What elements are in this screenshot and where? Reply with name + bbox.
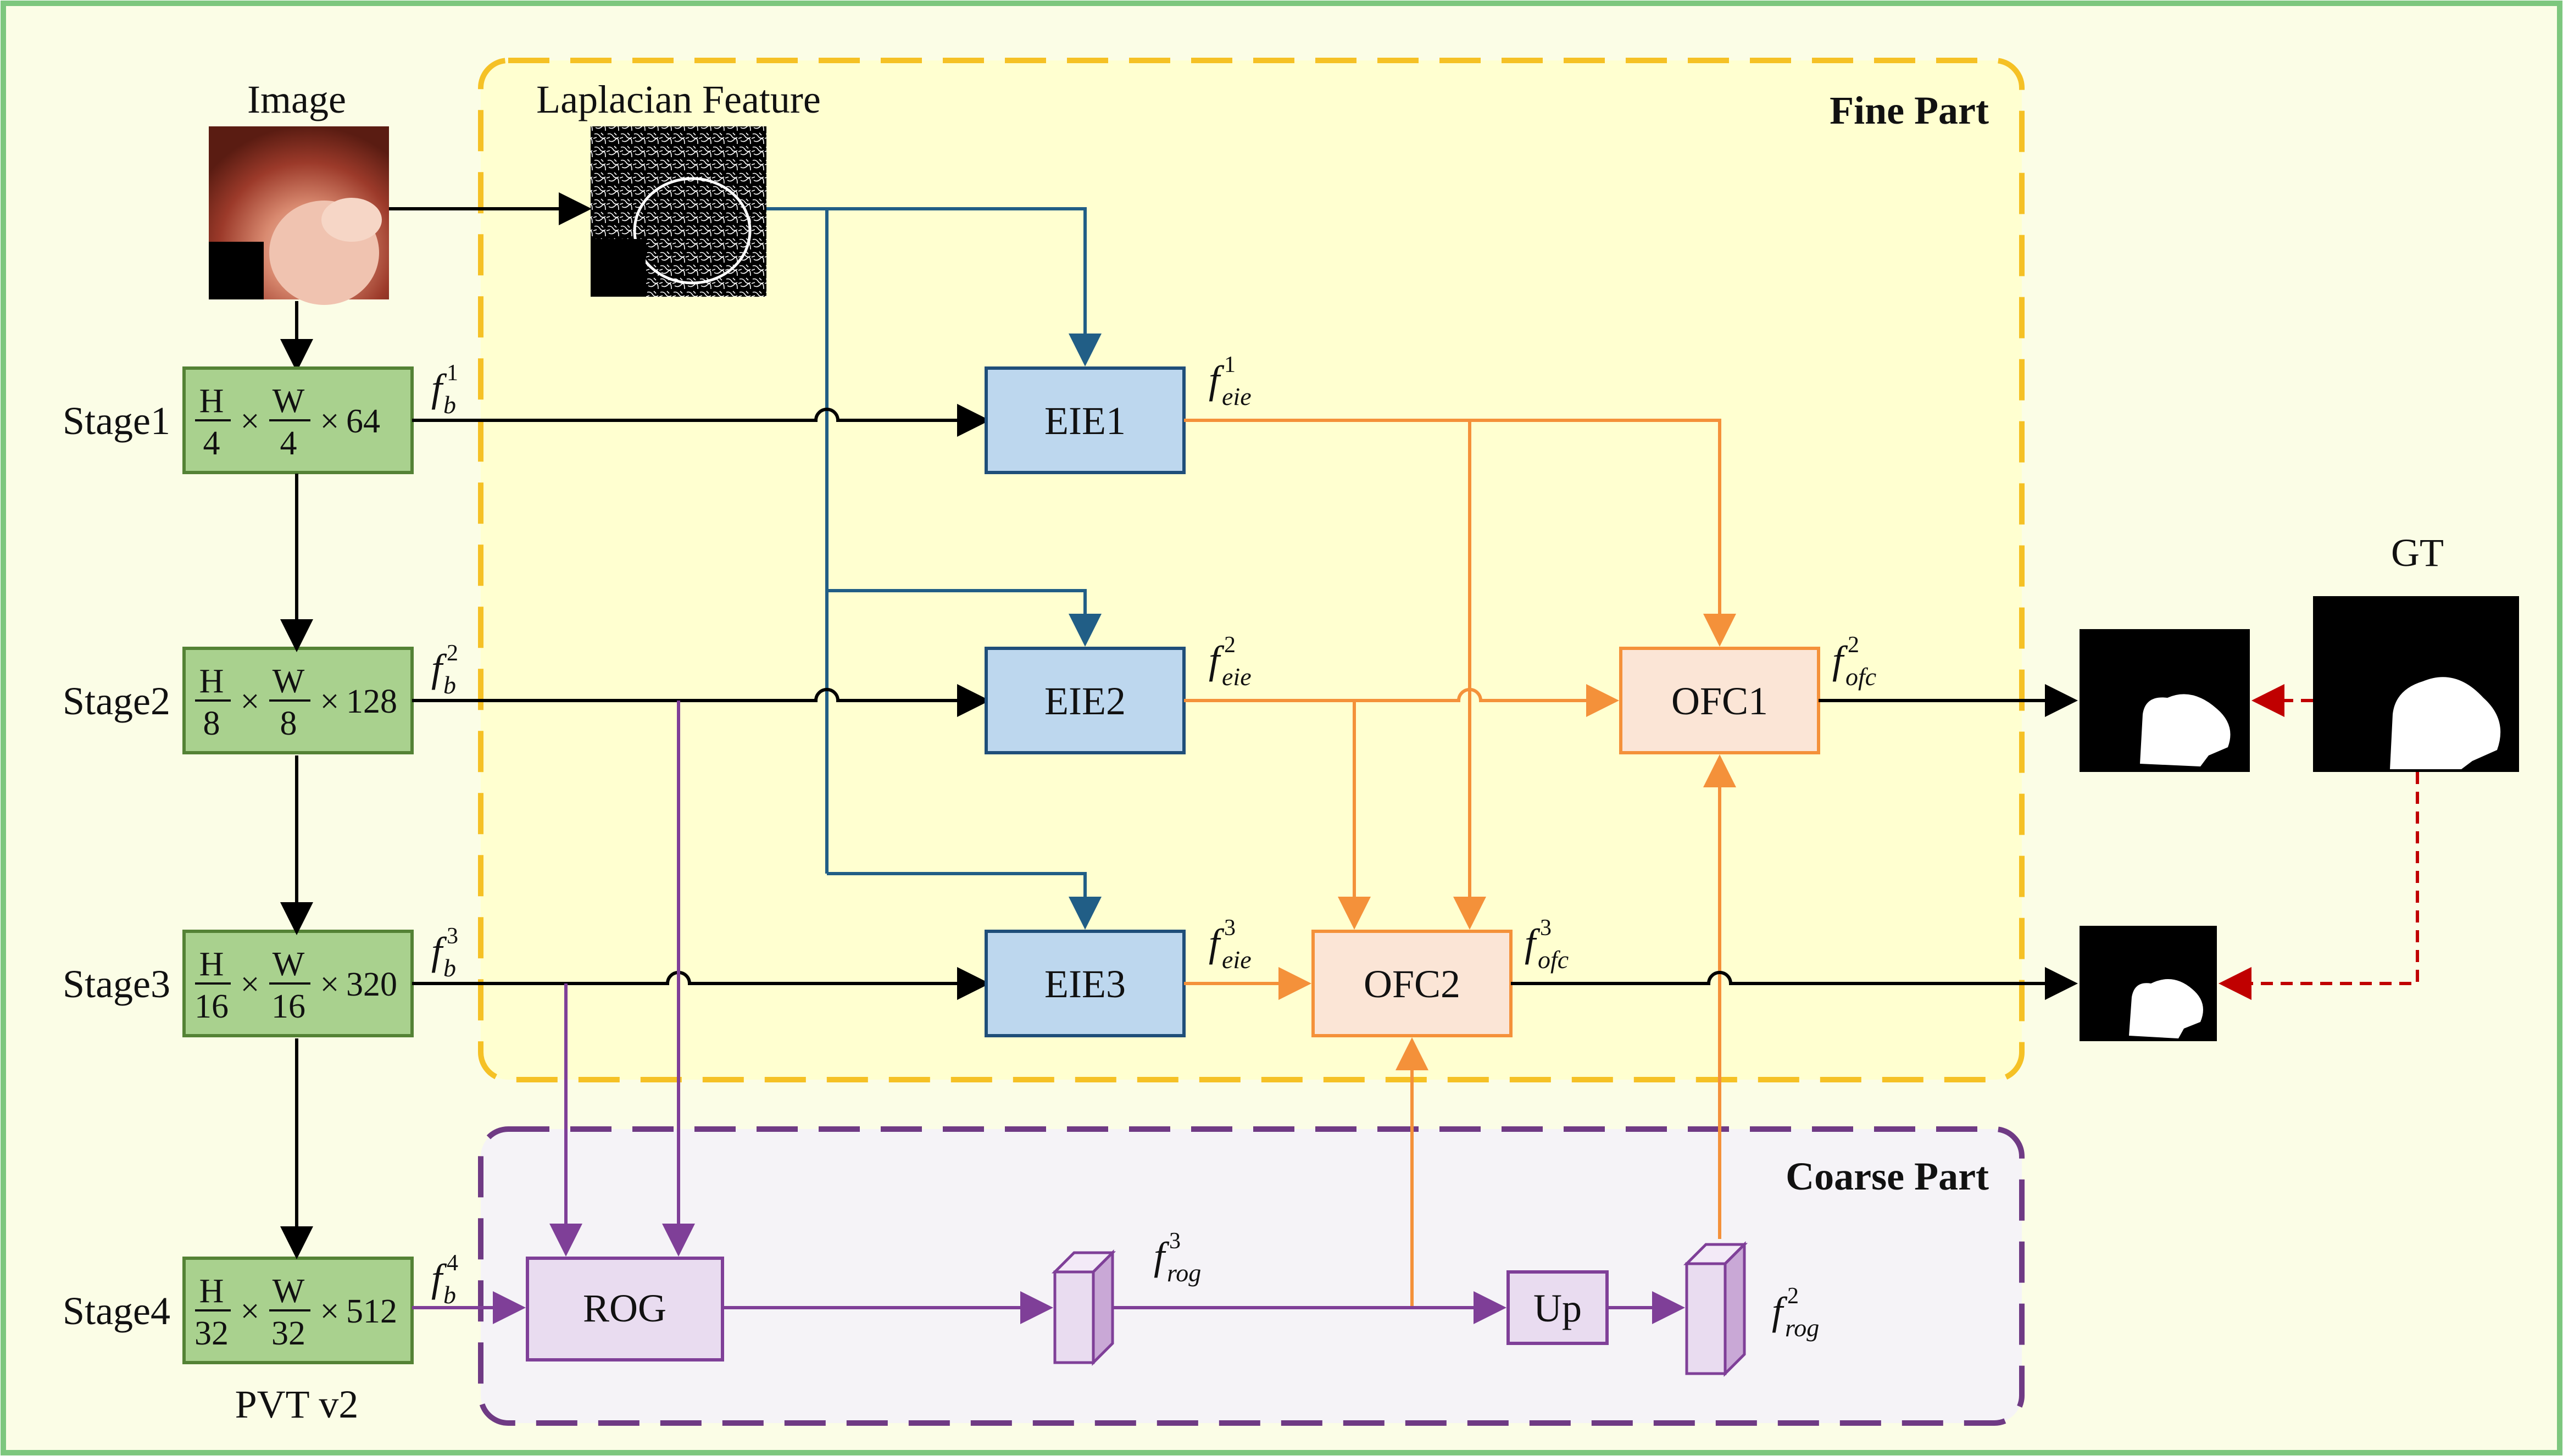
- frac-num: W: [273, 663, 305, 700]
- fine-part-title: Fine Part: [1830, 88, 1989, 132]
- eie3-block: [985, 930, 1186, 1037]
- feature-sup: 4: [447, 1251, 458, 1276]
- laplacian-image: [591, 126, 766, 297]
- ofc1-block: [1619, 647, 1820, 754]
- feature-sub: b: [443, 1281, 456, 1309]
- frac-num: W: [273, 1272, 305, 1310]
- channel-count: 512: [346, 1293, 397, 1330]
- orange-connections: [1184, 419, 1736, 1308]
- feature-sub: eie: [1222, 946, 1252, 974]
- arrow-ofc2-output: [1511, 967, 2078, 1000]
- stage-name: Stage2: [63, 679, 170, 723]
- frac-den: 8: [280, 705, 297, 742]
- channel-count: 64: [346, 403, 380, 440]
- frac-den: 4: [280, 425, 297, 462]
- feature-sub: b: [443, 391, 456, 419]
- image-label: Image: [247, 77, 346, 121]
- frac-num: H: [199, 946, 224, 983]
- feature-sub: rog: [1785, 1314, 1819, 1342]
- feature-sup: 1: [447, 360, 458, 386]
- feature-sup: 2: [447, 641, 458, 666]
- eie1-label: EIE1: [1044, 399, 1126, 443]
- frac-num: H: [199, 1272, 224, 1310]
- frac-den: 16: [271, 988, 305, 1025]
- coarse-part-region: [478, 1126, 2025, 1426]
- feature-sub: b: [443, 671, 456, 699]
- laplacian-distribution: [766, 207, 1102, 930]
- feature-sub: b: [443, 954, 456, 982]
- times-sign: ×: [241, 966, 260, 1003]
- frac-num: W: [273, 382, 305, 420]
- times-sign: ×: [241, 683, 260, 720]
- ofc2-label: OFC2: [1364, 962, 1460, 1006]
- times-sign: ×: [241, 1293, 260, 1330]
- feature-sub: eie: [1222, 382, 1252, 410]
- frac-num: H: [199, 663, 224, 700]
- supervision-arrows: [2219, 684, 2419, 1000]
- frac-den: 16: [194, 988, 229, 1025]
- feature-sup: 3: [1169, 1229, 1181, 1254]
- frac-den: 32: [194, 1315, 229, 1352]
- laplacian-label: Laplacian Feature: [536, 77, 821, 121]
- channel-count: 128: [346, 683, 397, 720]
- frac-den: 8: [203, 705, 220, 742]
- times-sign: ×: [320, 683, 340, 720]
- feature-sup: 2: [1224, 632, 1236, 658]
- feature-sup: 3: [1540, 915, 1552, 941]
- feature-sub: eie: [1222, 663, 1252, 691]
- times-sign: ×: [320, 966, 340, 1003]
- times-sign: ×: [320, 1293, 340, 1330]
- up-label: Up: [1533, 1286, 1582, 1330]
- stage-name: Stage4: [63, 1289, 170, 1333]
- feature-sub: rog: [1167, 1259, 1201, 1287]
- feature-sup: 3: [1224, 915, 1236, 941]
- feature-sup: 2: [1787, 1283, 1799, 1309]
- prediction-ofc1: [2080, 629, 2250, 772]
- channel-count: 320: [346, 966, 397, 1003]
- coarse-part-title: Coarse Part: [1786, 1154, 1989, 1198]
- input-image: [209, 126, 389, 305]
- frac-num: W: [273, 946, 305, 983]
- gt-label: GT: [2391, 531, 2444, 575]
- eie3-label: EIE3: [1044, 962, 1126, 1006]
- stage-name: Stage3: [63, 962, 170, 1006]
- feature-sup: 1: [1224, 352, 1236, 377]
- purple-skip-lines: [549, 701, 695, 1257]
- ground-truth-image: [2313, 596, 2519, 772]
- frac-den: 32: [271, 1315, 305, 1352]
- rog-label: ROG: [583, 1286, 666, 1330]
- up-block: [1506, 1270, 1609, 1345]
- rog2-feature-cube: [1683, 1241, 1748, 1377]
- feature-sub: ofc: [1845, 663, 1876, 691]
- prediction-ofc2: [2080, 926, 2217, 1041]
- times-sign: ×: [241, 403, 260, 440]
- frac-den: 4: [203, 425, 220, 462]
- feature-sub: ofc: [1538, 946, 1569, 974]
- backbone-label: PVT v2: [235, 1382, 359, 1426]
- fine-part-region: [478, 58, 2025, 1082]
- ofc2-block: [1311, 930, 1513, 1037]
- arrow-stage1-to-eie1: [412, 404, 990, 437]
- stage-name: Stage1: [63, 399, 170, 443]
- rog-block: [526, 1257, 724, 1361]
- feature-sup: 3: [447, 924, 458, 949]
- feature-sup: 2: [1848, 632, 1859, 658]
- eie2-label: EIE2: [1044, 679, 1126, 723]
- arrow-stage2-to-eie2: [412, 684, 990, 717]
- times-sign: ×: [320, 403, 340, 440]
- frac-num: H: [199, 382, 224, 420]
- rog3-feature-cube: [1051, 1249, 1116, 1366]
- ofc1-label: OFC1: [1671, 679, 1768, 723]
